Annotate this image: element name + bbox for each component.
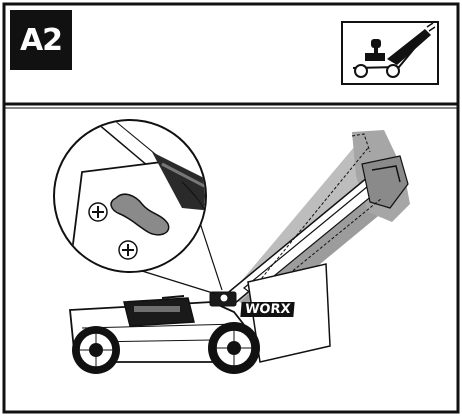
detail-magnifier [53,119,223,295]
rear-wheel [208,322,260,374]
mower-handle-adjust-illustration [53,119,410,374]
front-wheel [72,326,120,374]
step-label: A2 [10,10,72,70]
mower-brand-label: WORX [240,302,296,317]
mower-thumbnail-icon [341,21,439,85]
